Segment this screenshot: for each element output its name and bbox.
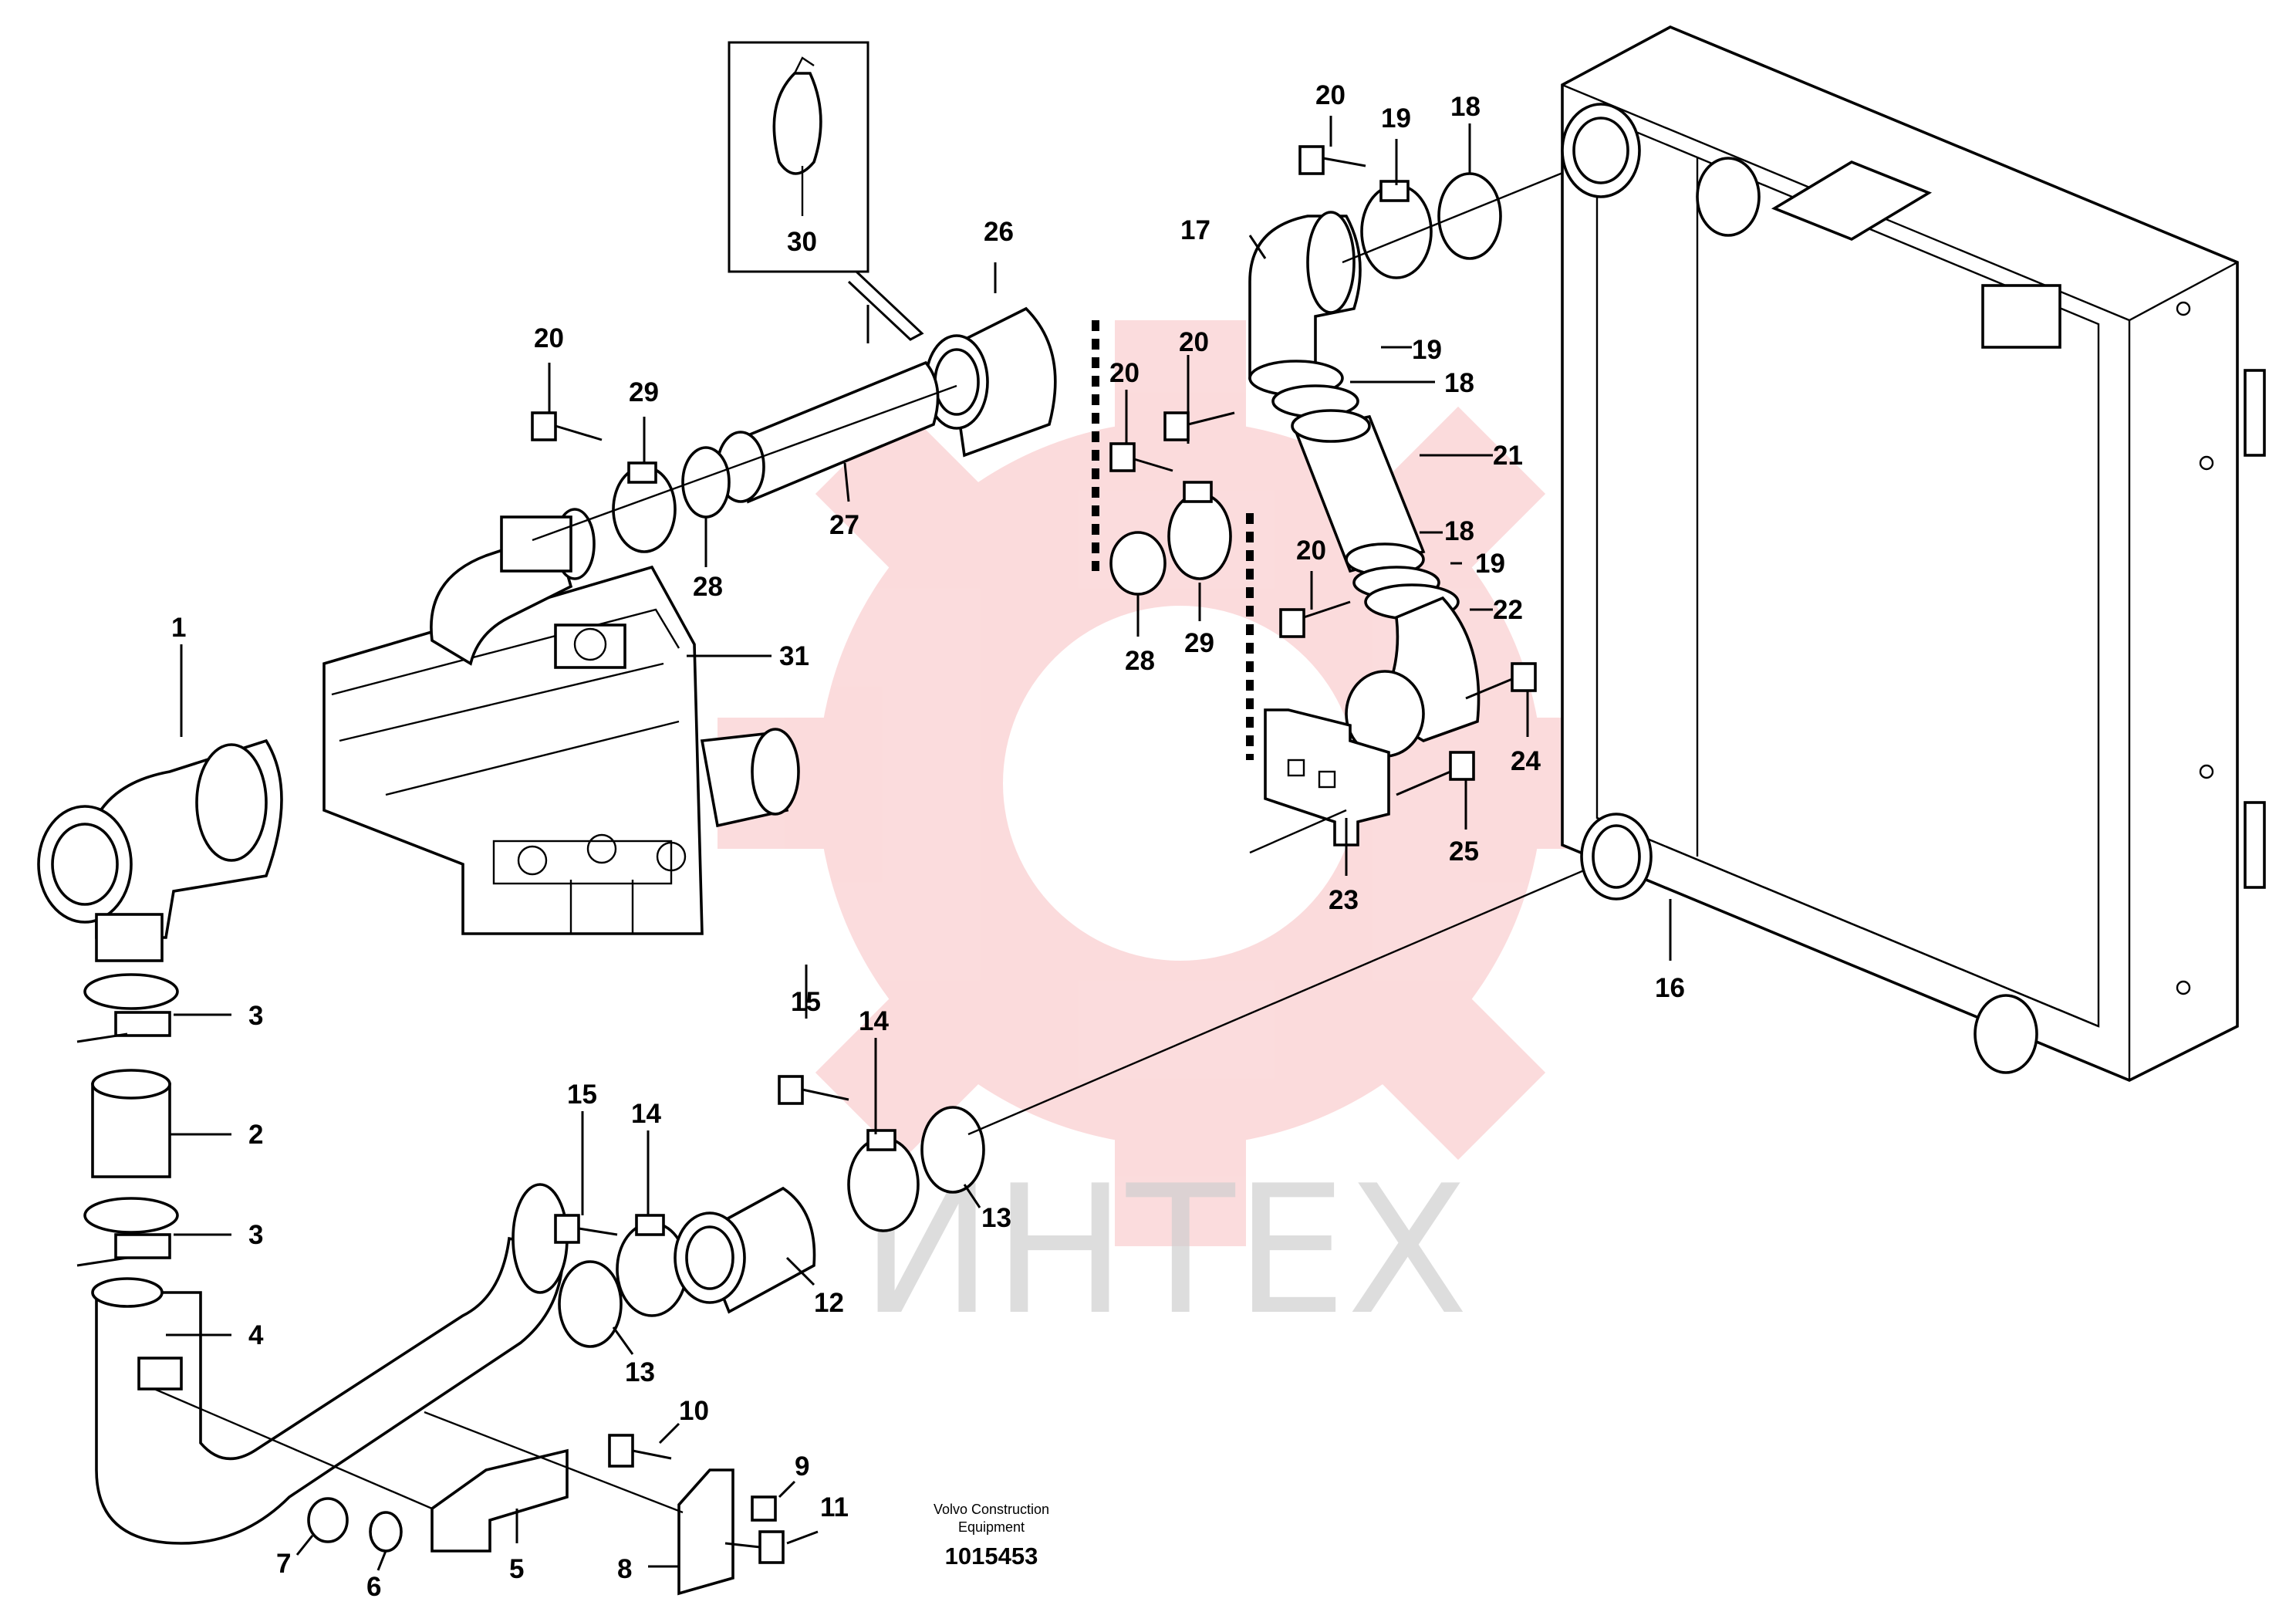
label-24: 24 — [1511, 746, 1541, 776]
label-9: 9 — [795, 1451, 809, 1482]
part-17-elbow — [1248, 211, 1362, 380]
label-6: 6 — [366, 1572, 381, 1602]
label-28-right: 28 — [1125, 646, 1155, 676]
label-29-left: 29 — [629, 377, 659, 407]
label-15-right: 15 — [791, 987, 821, 1017]
assembly-line-4-8 — [424, 1411, 684, 1514]
part-23-bracket — [1249, 708, 1390, 854]
label-14-right: 14 — [859, 1006, 889, 1036]
label-13-left: 13 — [625, 1357, 655, 1387]
label-29-right: 29 — [1184, 628, 1214, 658]
label-20-d: 20 — [1179, 327, 1209, 357]
label-22: 22 — [1493, 595, 1523, 625]
assembly-line-engine-26 — [532, 384, 957, 542]
label-18-top: 18 — [1450, 92, 1481, 122]
label-4: 4 — [248, 1320, 264, 1350]
assembly-line-4-5 — [154, 1387, 433, 1510]
label-18-mid: 18 — [1444, 368, 1474, 398]
part-20-bolt-c — [1298, 145, 1366, 175]
label-27: 27 — [829, 510, 859, 540]
label-10: 10 — [679, 1396, 709, 1426]
assembly-line-13-16 — [967, 867, 1590, 1136]
engine-block — [322, 508, 800, 935]
label-7: 7 — [276, 1549, 291, 1579]
part-20-bolt-b — [1109, 442, 1173, 472]
part-29-clamp-right — [1167, 481, 1232, 580]
part-18-ring-top — [1437, 172, 1502, 260]
part-25-bolt — [1396, 751, 1475, 796]
part-14-clamp-right — [847, 1129, 920, 1232]
label-1: 1 — [171, 613, 186, 643]
label-12: 12 — [814, 1288, 844, 1318]
part-13-ring-right — [920, 1106, 985, 1208]
part-8-bracket — [648, 1468, 734, 1596]
part-28-ring-right — [1109, 531, 1167, 596]
part-3-clamp-upper — [76, 973, 231, 1043]
label-23: 23 — [1329, 885, 1359, 915]
leader-lines — [180, 116, 1529, 1215]
part-12-hose — [674, 1186, 816, 1314]
callout-box-30 — [728, 41, 924, 341]
label-13-right: 13 — [981, 1203, 1011, 1233]
label-3-upper: 3 — [248, 1001, 263, 1031]
part-3-clamp-lower — [76, 1197, 231, 1267]
label-28-left: 28 — [693, 572, 723, 602]
part-29-clamp-left — [612, 461, 677, 553]
label-5: 5 — [509, 1554, 524, 1584]
label-25: 25 — [1449, 836, 1479, 867]
label-31: 31 — [779, 641, 809, 671]
part-labels: 1 2 3 3 4 5 6 7 8 9 10 11 12 13 13 14 14… — [171, 80, 1685, 1602]
label-18-low: 18 — [1444, 516, 1474, 546]
part-6-spacer — [369, 1511, 403, 1571]
part-20-bolt-e — [1279, 600, 1351, 638]
part-22-elbow — [1345, 596, 1481, 758]
part-20-bolt-a — [531, 411, 603, 441]
label-26: 26 — [984, 217, 1014, 247]
part-1-turbo-elbow — [37, 738, 283, 962]
part-14-clamp-left — [616, 1214, 688, 1317]
label-20-e: 20 — [1296, 536, 1326, 566]
label-21: 21 — [1493, 441, 1523, 471]
part-4-pipe — [91, 1183, 569, 1545]
part-16-charge-air-cooler — [1561, 25, 2266, 1082]
label-14-left: 14 — [631, 1099, 661, 1129]
caption-line-2: Equipment — [958, 1519, 1025, 1535]
label-16: 16 — [1655, 973, 1685, 1003]
label-11: 11 — [820, 1492, 849, 1522]
part-11-bolt — [724, 1530, 819, 1564]
part-26-hose-end — [924, 306, 1057, 458]
label-15-left: 15 — [567, 1080, 597, 1110]
label-20-a: 20 — [534, 323, 564, 353]
part-5-bracket — [430, 1448, 569, 1553]
part-7-bolt — [295, 1497, 349, 1556]
part-13-ring-left — [558, 1260, 634, 1355]
label-2: 2 — [248, 1120, 263, 1150]
label-19-mid: 19 — [1412, 335, 1442, 365]
label-20-b: 20 — [1109, 358, 1140, 388]
part-15-bolt-left — [554, 1214, 618, 1244]
label-20-c: 20 — [1315, 80, 1346, 110]
caption: Volvo Construction Equipment 1015453 — [934, 1502, 1049, 1570]
part-19-clamp-top — [1360, 180, 1433, 279]
label-17: 17 — [1180, 215, 1210, 245]
caption-number: 1015453 — [945, 1543, 1038, 1570]
label-19-top: 19 — [1381, 103, 1411, 133]
part-24-bolt — [1465, 662, 1537, 700]
label-3-lower: 3 — [248, 1220, 263, 1250]
part-9-nut — [751, 1480, 796, 1522]
part-10-bolt — [608, 1422, 680, 1468]
caption-line-1: Volvo Construction — [934, 1502, 1049, 1517]
part-15-bolt-right — [778, 1075, 849, 1105]
label-8: 8 — [617, 1554, 632, 1584]
assembly-line-17-radiator — [1342, 161, 1590, 264]
part-2-sleeve — [91, 1069, 231, 1178]
label-30: 30 — [787, 227, 817, 257]
label-19-low: 19 — [1475, 549, 1505, 579]
